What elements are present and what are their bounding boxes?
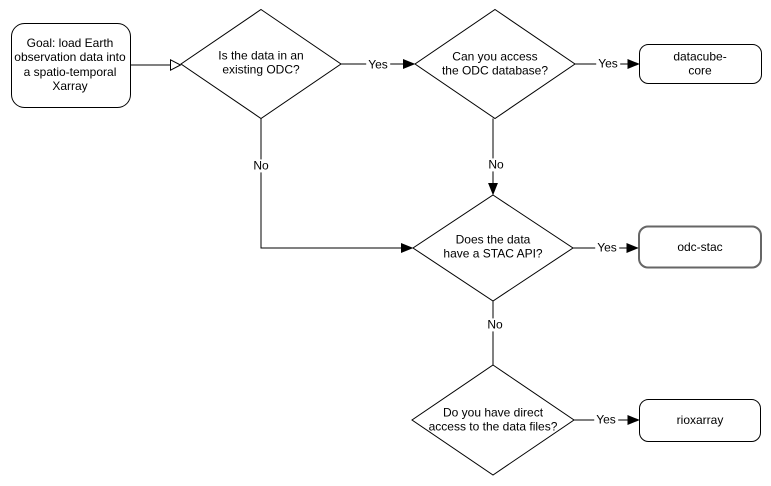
decision-direct-access-shape xyxy=(411,364,575,476)
arrowhead-open-icon xyxy=(170,58,182,72)
edge-yes-existing-odc-to-access-db xyxy=(341,59,416,69)
arrowhead-icon xyxy=(401,243,414,253)
edge-yes-stac-api-to-odc-stac xyxy=(573,243,639,253)
edge-no-existing-odc-to-stac-api xyxy=(260,118,414,253)
decision-existing-odc-shape xyxy=(180,8,342,120)
edge-start-to-existing-odc xyxy=(130,58,182,72)
edge-no-access-db-to-stac-api xyxy=(488,118,498,196)
arrowhead-icon xyxy=(403,59,416,69)
arrowhead-icon xyxy=(488,183,498,196)
edge-yes-direct-access-to-rioxarray xyxy=(574,415,640,425)
decision-access-odc-db-shape xyxy=(414,8,576,120)
arrowhead-icon xyxy=(626,243,639,253)
result-datacube-core-shape xyxy=(639,44,762,84)
arrowhead-icon xyxy=(627,415,640,425)
start-node-shape xyxy=(11,23,131,108)
arrowhead-icon xyxy=(627,59,640,69)
result-rioxarray-shape xyxy=(639,399,761,442)
decision-stac-api-shape xyxy=(412,194,574,302)
edge-yes-access-db-to-datacube-core xyxy=(575,59,640,69)
result-odc-stac-shape xyxy=(638,225,762,269)
